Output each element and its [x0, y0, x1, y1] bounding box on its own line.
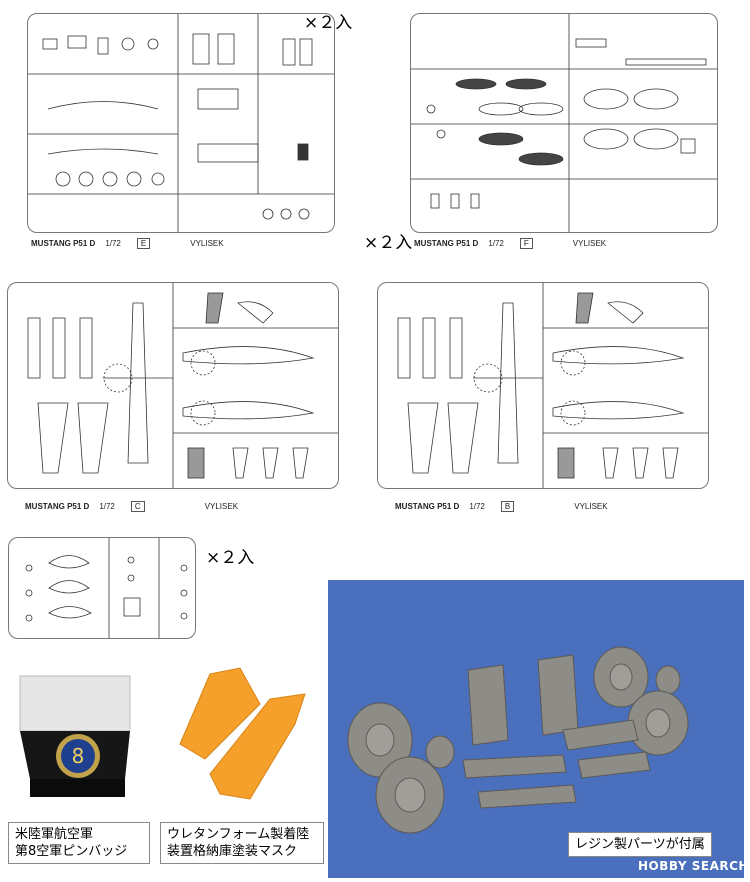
pin-badge-box: 8: [19, 675, 131, 797]
foam-mask-caption-line2: 装置格納庫塗装マスク: [167, 844, 298, 859]
sprue-e-quantity: ×２入: [304, 13, 353, 33]
hobby-search-watermark: HOBBY SEARCH: [638, 859, 744, 873]
sprue-c-letter: C: [130, 500, 145, 512]
sprue-e-model: MUSTANG P51 D: [31, 238, 96, 248]
pin-badge-photo: 8: [10, 664, 148, 814]
sprue-f-parts: [411, 14, 717, 232]
sprue-clear-drawing: [8, 537, 196, 639]
foam-mask-parts: [179, 667, 306, 800]
foam-mask-caption: ウレタンフォーム製着陸 装置格納庫塗装マスク: [160, 822, 324, 864]
sprue-b-parts: [397, 283, 708, 488]
sprue-b-letter: B: [500, 500, 515, 512]
foam-mask-caption-line1: ウレタンフォーム製着陸: [167, 827, 310, 842]
sprue-c-scale: 1/72: [99, 501, 115, 511]
sprue-c-model: MUSTANG P51 D: [25, 501, 90, 511]
sprue-e-scale: 1/72: [105, 238, 121, 248]
sprue-clear-parts: [25, 538, 188, 638]
sprue-clear-quantity: ×２入: [206, 548, 255, 568]
sprue-b-drawing: [377, 282, 709, 489]
resin-parts-caption: レジン製パーツが付属: [568, 832, 712, 857]
sprue-c-drawing: [7, 282, 339, 489]
foam-mask-photo: [165, 664, 315, 814]
resin-parts-photo: レジン製パーツが付属 HOBBY SEARCH: [328, 580, 744, 878]
pin-badge-caption-line2: 第8空軍ピンバッジ: [15, 844, 128, 859]
sprue-b-scale: 1/72: [469, 501, 485, 511]
sprue-f-scale: 1/72: [488, 238, 504, 248]
svg-text:8: 8: [72, 744, 85, 768]
pin-badge-caption-line1: 米陸軍航空軍: [15, 827, 94, 842]
sprue-f-drawing: [410, 13, 718, 233]
sprue-c-parts: [27, 283, 338, 488]
sprue-c-label: MUSTANG P51 D 1/72 C VYLISEK: [7, 498, 337, 514]
pin-badge-caption: 米陸軍航空軍 第8空軍ピンバッジ: [8, 822, 150, 864]
sprue-e-drawing: [27, 13, 335, 233]
sprue-c-quantity: ×２入: [364, 233, 413, 253]
sprue-f-label: MUSTANG P51 D 1/72 F VYLISEK: [410, 235, 716, 251]
sprue-f-model: MUSTANG P51 D: [414, 238, 479, 248]
sprue-c-maker: VYLISEK: [204, 501, 239, 511]
sprue-b-model: MUSTANG P51 D: [395, 501, 460, 511]
resin-parts-items: [347, 646, 689, 834]
sprue-e-maker: VYLISEK: [190, 238, 224, 248]
sprue-f-letter: F: [519, 237, 533, 249]
sprue-e-label: MUSTANG P51 D 1/72 E VYLISEK: [27, 235, 333, 251]
sprue-b-maker: VYLISEK: [574, 501, 608, 511]
sprue-b-label: MUSTANG P51 D 1/72 B VYLISEK: [377, 498, 707, 514]
sprue-e-letter: E: [136, 237, 151, 249]
sprue-e-parts: [28, 14, 334, 232]
sprue-f-maker: VYLISEK: [572, 238, 607, 248]
